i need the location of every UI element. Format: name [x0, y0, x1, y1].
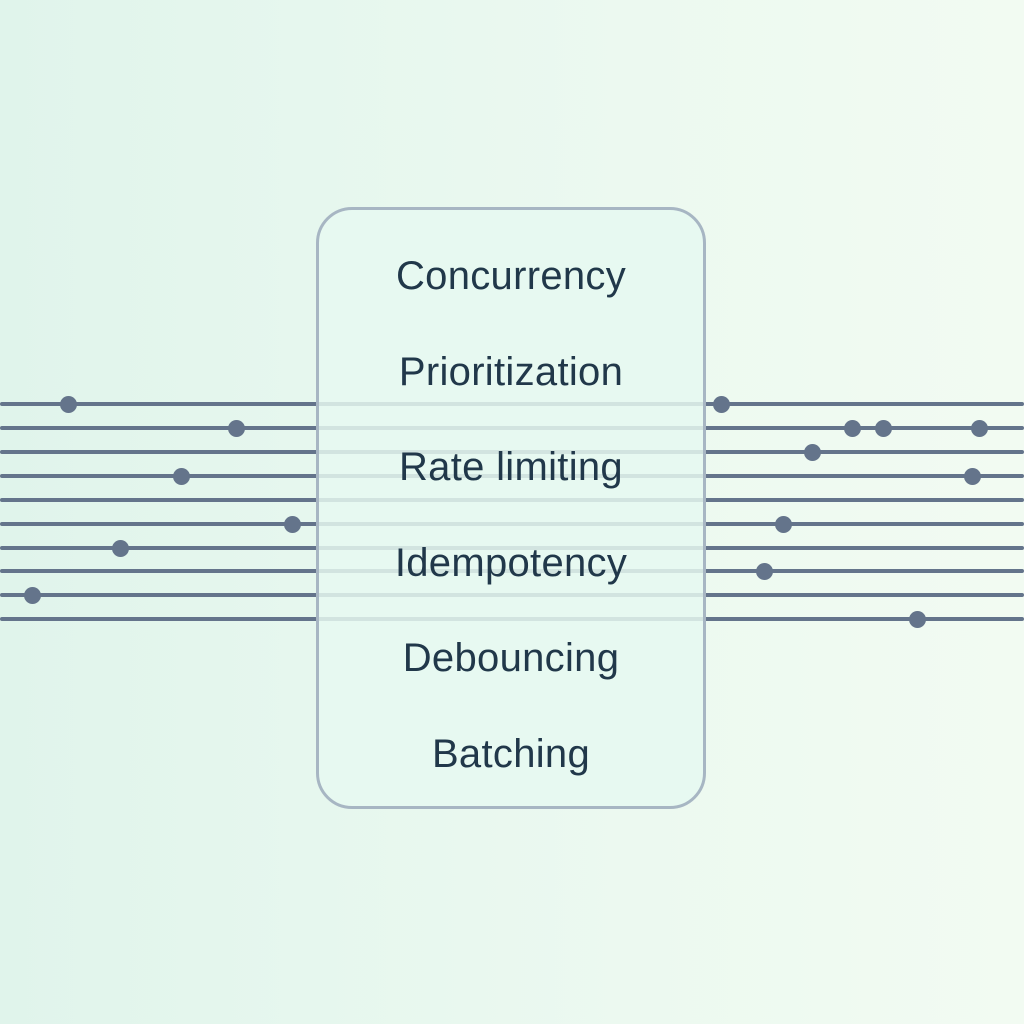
card-item-batching: Batching [431, 731, 591, 776]
flow-dot-5 [111, 539, 129, 557]
card-faint-line-7 [319, 546, 703, 550]
card-item-rate-limiting: Rate limiting [399, 445, 623, 489]
flow-dot-8 [843, 419, 861, 437]
card-faint-line-1 [319, 402, 703, 406]
flow-dot-13 [774, 515, 792, 533]
card-faint-line-10 [319, 617, 703, 621]
card-item-debouncing: Debouncing [402, 636, 620, 680]
flow-dot-4 [283, 515, 301, 533]
flow-dot-10 [970, 419, 988, 437]
card-faint-line-8 [319, 569, 703, 573]
flow-dot-15 [908, 610, 926, 628]
flow-dot-2 [227, 419, 245, 437]
card-faint-line-2 [319, 426, 703, 430]
flow-dot-3 [172, 467, 190, 485]
card-faint-line-9 [319, 593, 703, 597]
card-item-idempotency: Idempotency [394, 540, 628, 585]
flow-dot-14 [755, 562, 773, 580]
card-faint-line-3 [319, 450, 703, 454]
flow-dot-6 [23, 586, 41, 604]
flow-dot-7 [712, 395, 730, 413]
card-item-prioritization: Prioritization [398, 349, 624, 394]
flow-dot-9 [874, 419, 892, 437]
card-faint-line-5 [319, 498, 703, 502]
card-item-concurrency: Concurrency [395, 254, 627, 298]
card-faint-line-6 [319, 522, 703, 526]
card-faint-line-4 [319, 474, 703, 478]
flow-dot-11 [803, 443, 821, 461]
flow-dot-12 [963, 467, 981, 485]
flow-dot-1 [59, 395, 77, 413]
